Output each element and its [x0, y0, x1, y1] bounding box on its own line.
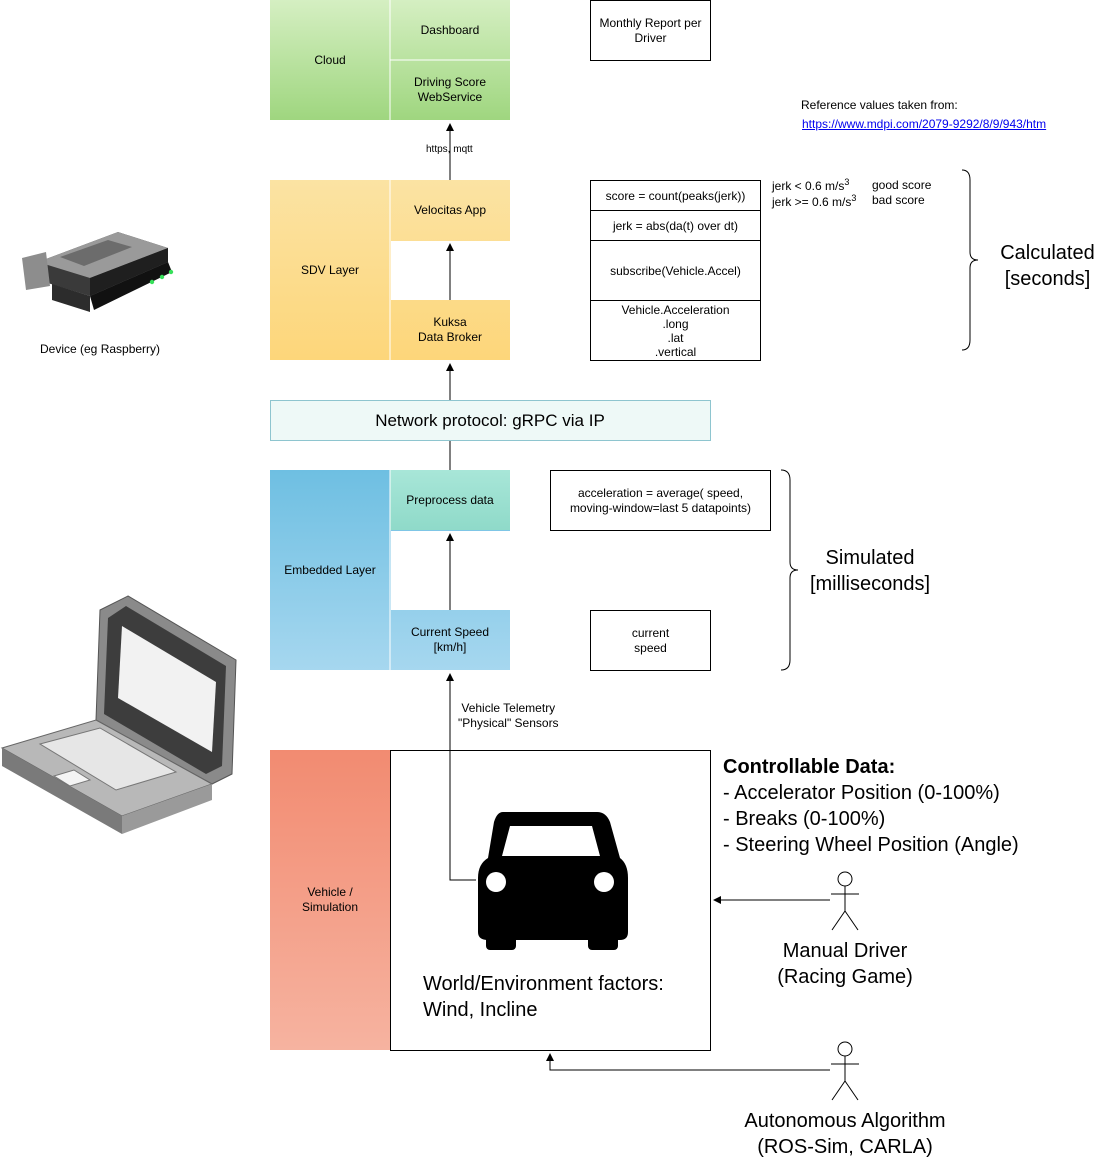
sdv-logic-stack: score = count(peaks(jerk)) jerk = abs(da… [590, 180, 761, 361]
world-environment-factors: World/Environment factors: Wind, Incline [423, 973, 664, 1021]
acceleration-formula-box: acceleration = average( speed, moving-wi… [550, 470, 771, 531]
device-icon [22, 232, 174, 312]
jerk-low-threshold: jerk < 0.6 m/s3 [772, 177, 850, 194]
vehicle-acceleration-signals: Vehicle.Acceleration .long .lat .vertica… [621, 302, 730, 359]
reference-link[interactable]: https://www.mdpi.com/2079-9292/8/9/943/h… [802, 117, 1047, 131]
calculated-brace [961, 169, 979, 351]
monthly-report-box: Monthly Report per Driver [590, 0, 711, 61]
current-speed-box[interactable]: Current Speed [km/h] [410, 625, 490, 654]
vehicle-simulation-label: Vehicle / Simulation [301, 885, 359, 914]
autonomous-algorithm-label: Autonomous Algorithm (ROS-Sim, CARLA) [744, 1110, 946, 1158]
simulated-brace [780, 469, 799, 671]
vehicle-layer-bg [270, 750, 390, 1050]
bad-score-label: bad score [872, 193, 925, 207]
reference-label: Reference values taken from: [801, 98, 958, 112]
kuksa-data-broker-box[interactable]: Kuksa Data Broker [417, 315, 483, 344]
controllable-item: - Accelerator Position (0-100%) [723, 782, 1000, 804]
laptop-icon [0, 595, 237, 834]
subscribe-call: subscribe(Vehicle.Accel) [591, 241, 760, 301]
current-speed-note-box: current speed [590, 610, 711, 671]
controllable-item: - Steering Wheel Position (Angle) [723, 834, 1019, 856]
good-score-label: good score [872, 178, 932, 192]
vehicle-telemetry-label: Vehicle Telemetry "Physical" Sensors [458, 701, 559, 730]
driving-score-webservice-box[interactable]: Driving Score WebService [413, 75, 487, 104]
dashboard-box[interactable]: Dashboard [420, 22, 480, 37]
jerk-high-threshold: jerk >= 0.6 m/s3 [772, 193, 857, 210]
score-formula: score = count(peaks(jerk)) [591, 181, 760, 211]
controllable-item: - Breaks (0-100%) [723, 808, 886, 830]
autonomous-actor [831, 1041, 859, 1101]
network-bar [270, 400, 711, 441]
network-protocol-label: Network protocol: gRPC via IP [375, 410, 605, 430]
calculated-label: Calculated [seconds] [1000, 242, 1095, 290]
jerk-formula: jerk = abs(da(t) over dt) [591, 211, 760, 241]
sdv-layer-label: SDV Layer [300, 262, 360, 277]
preprocess-data-box[interactable]: Preprocess data [406, 492, 494, 507]
manual-driver-actor [831, 871, 859, 931]
cloud-layer-label: Cloud [314, 52, 346, 67]
embedded-layer-label: Embedded Layer [284, 562, 376, 577]
velocitas-app-box[interactable]: Velocitas App [413, 202, 487, 217]
simulated-label: Simulated [milliseconds] [809, 547, 931, 595]
car-icon [478, 812, 628, 950]
device-caption: Device (eg Raspberry) [40, 342, 161, 356]
manual-driver-label: Manual Driver (Racing Game) [777, 940, 913, 988]
controllable-data-title: Controllable Data: [723, 756, 896, 778]
https-mqtt-label: https, mqtt [426, 144, 473, 155]
